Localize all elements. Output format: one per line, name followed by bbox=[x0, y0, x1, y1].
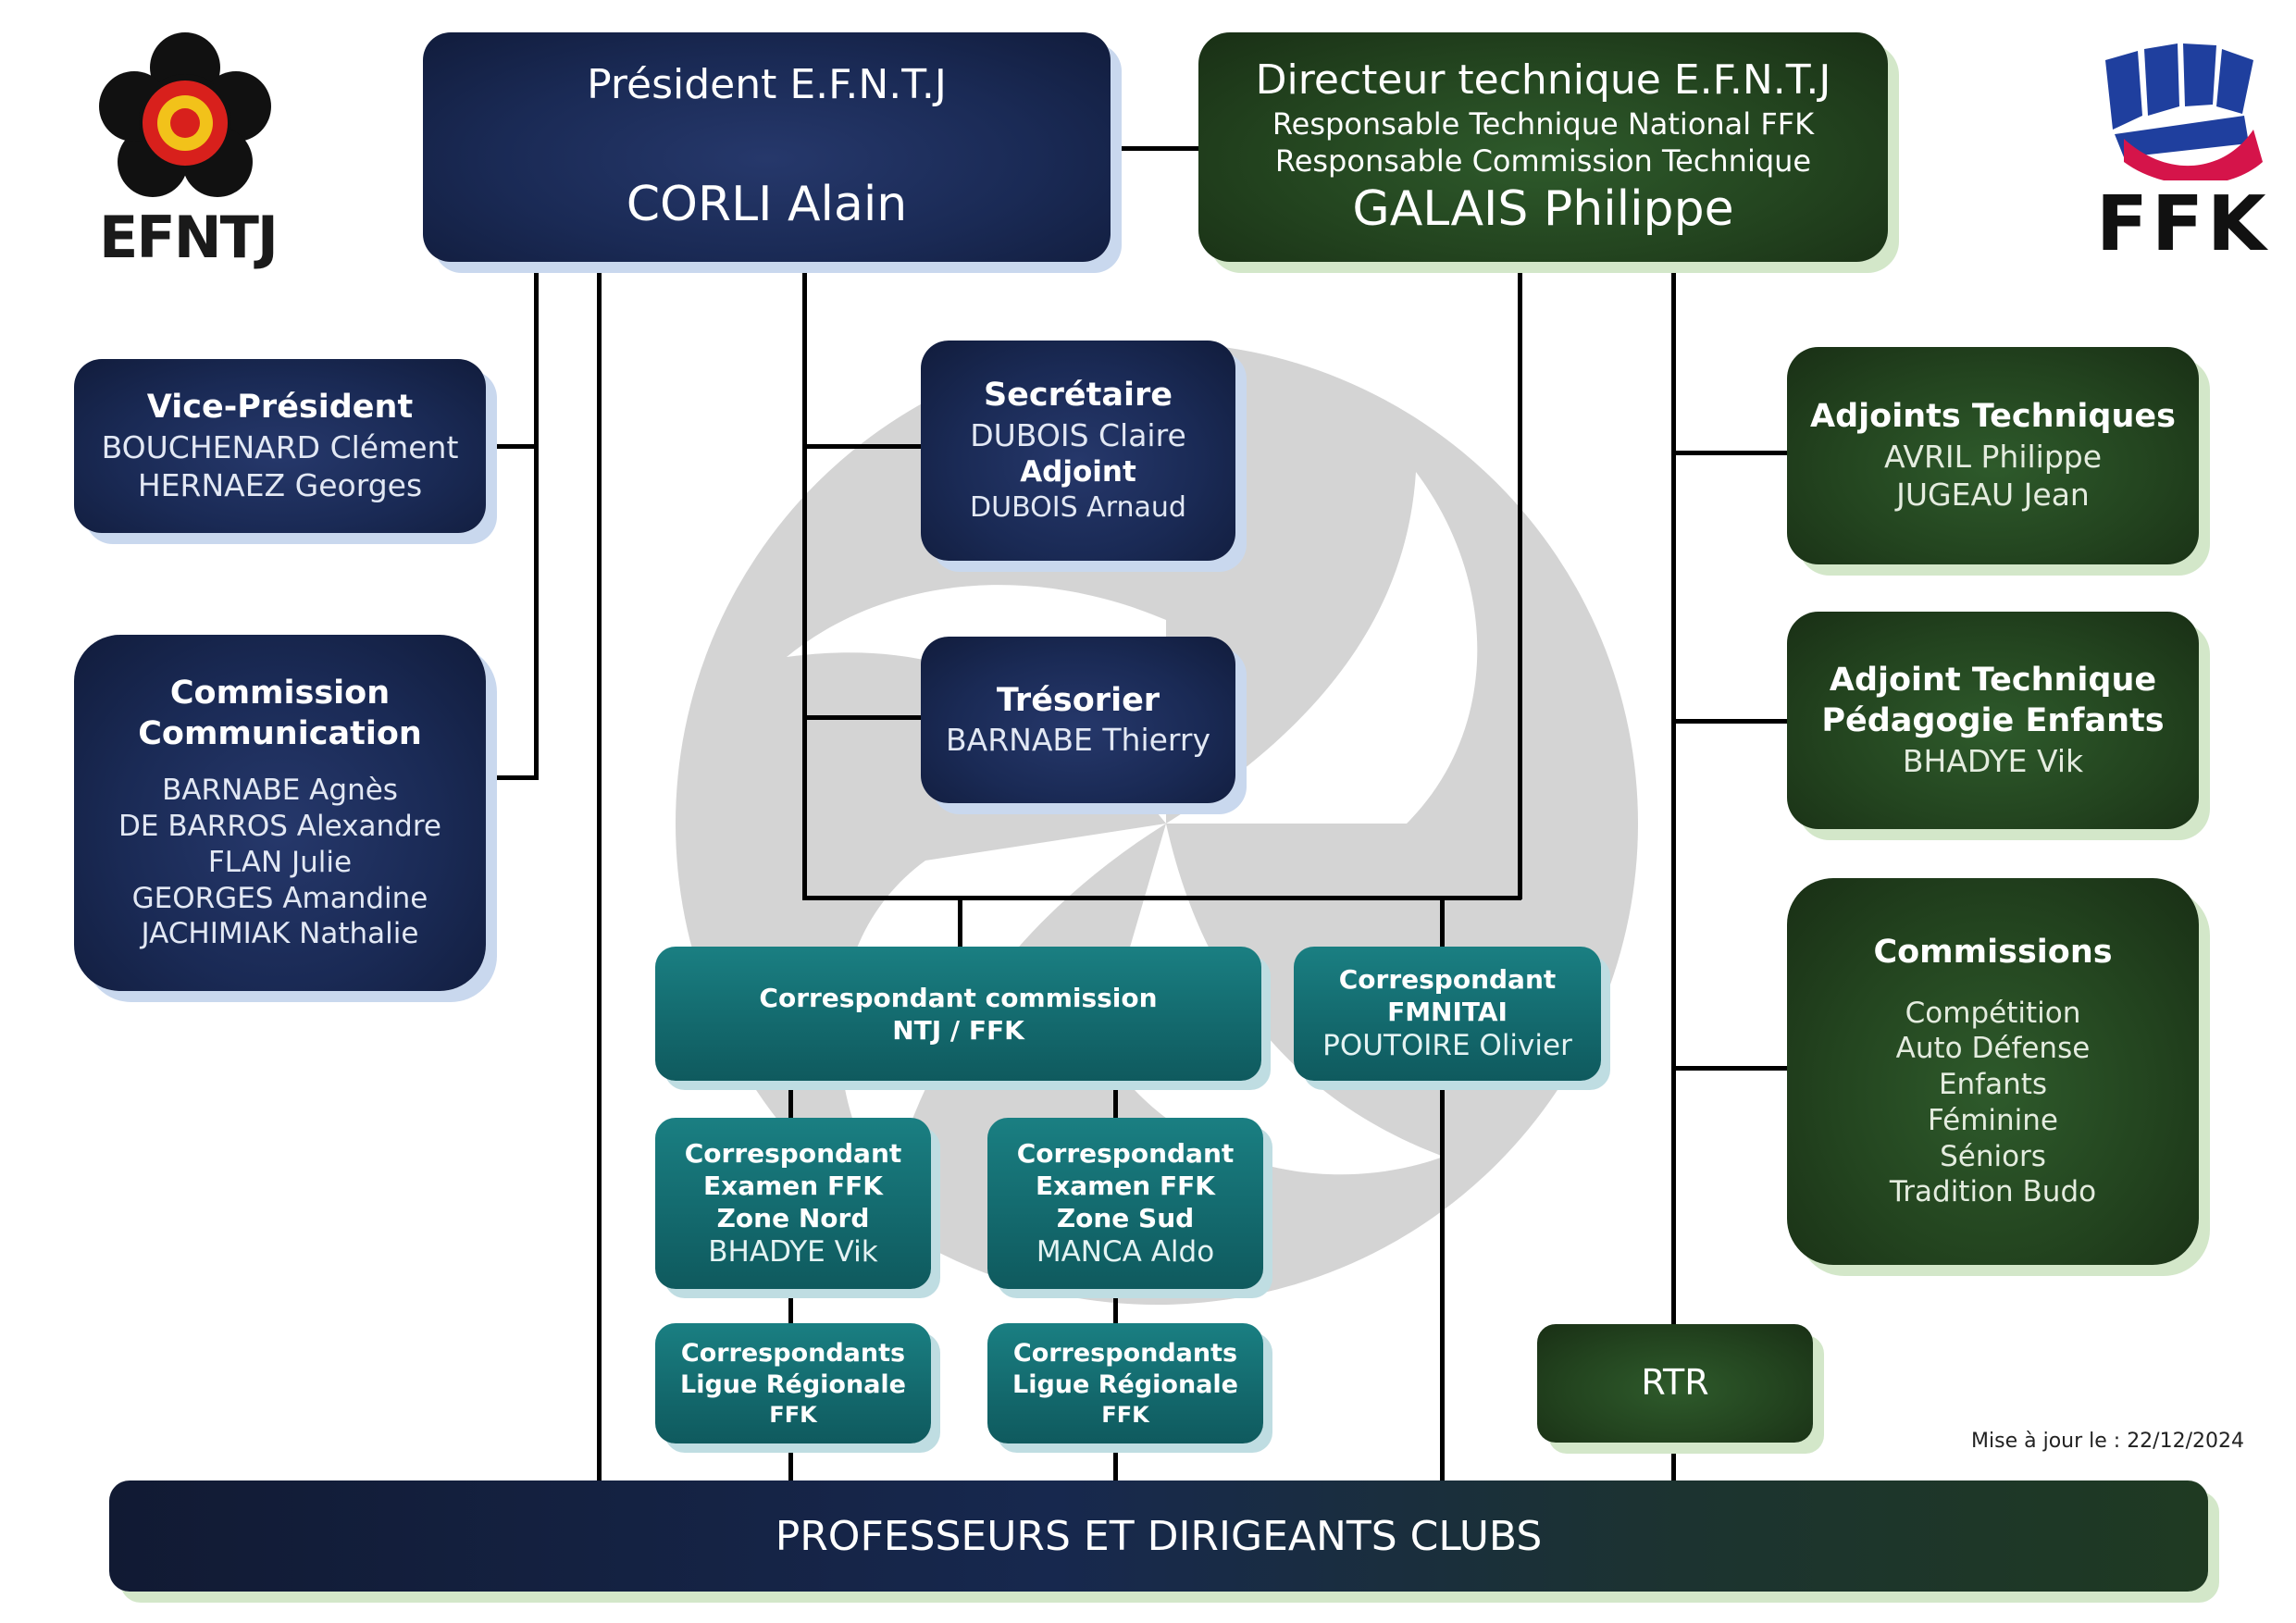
connector bbox=[958, 896, 962, 947]
ligue-left-line3: FFK bbox=[769, 1401, 817, 1428]
tresorier-box: Trésorier BARNABE Thierry bbox=[921, 637, 1235, 803]
connector bbox=[805, 444, 921, 449]
directeur-line3: Responsable Commission Technique bbox=[1274, 143, 1812, 179]
corr-sud-line1: Correspondant bbox=[1016, 1137, 1235, 1169]
corr-fmnitai-name: POUTOIRE Olivier bbox=[1322, 1029, 1572, 1063]
adjoint-pedagogie-box: Adjoint Technique Pédagogie Enfants BHAD… bbox=[1787, 612, 2199, 829]
president-role: Président E.F.N.T.J bbox=[587, 61, 947, 108]
commission-communication-member: FLAN Julie bbox=[207, 845, 353, 879]
corr-sud-line2: Examen FFK bbox=[1036, 1170, 1215, 1201]
corr-ntj-ffk-line1: Correspondant commission bbox=[759, 982, 1158, 1013]
corr-fmnitai-line2: FMNITAI bbox=[1387, 997, 1508, 1028]
corr-ntj-ffk-line2: NTJ / FFK bbox=[892, 1014, 1024, 1046]
corr-sud-line3: Zone Sud bbox=[1056, 1202, 1195, 1233]
ligue-right-box: Correspondants Ligue Régionale FFK bbox=[987, 1323, 1263, 1443]
adjoints-techniques-role: Adjoints Techniques bbox=[1810, 398, 2176, 436]
corr-ntj-ffk-box: Correspondant commission NTJ / FFK bbox=[655, 947, 1261, 1081]
connector bbox=[805, 715, 921, 720]
connector bbox=[534, 261, 539, 777]
directeur-role: Directeur technique E.F.N.T.J bbox=[1255, 56, 1831, 104]
efntj-logo: EFNTJ bbox=[42, 32, 329, 273]
connector bbox=[1671, 451, 1787, 455]
commission-communication-member: JACHIMIAK Nathalie bbox=[141, 917, 419, 951]
connector bbox=[1111, 146, 1208, 151]
corr-fmnitai-box: Correspondant FMNITAI POUTOIRE Olivier bbox=[1294, 947, 1601, 1081]
secretaire-role: Secrétaire bbox=[983, 377, 1173, 415]
update-note: Mise à jour le : 22/12/2024 bbox=[1971, 1430, 2244, 1453]
connector bbox=[486, 775, 539, 780]
bottom-bar-label: PROFESSEURS ET DIRIGEANTS CLUBS bbox=[775, 1512, 1543, 1560]
adjoints-techniques-box: Adjoints Techniques AVRIL Philippe JUGEA… bbox=[1787, 347, 2199, 564]
commissions-title: Commissions bbox=[1873, 933, 2113, 971]
vice-president-member: BOUCHENARD Clément bbox=[101, 428, 459, 465]
president-box: Président E.F.N.T.J CORLI Alain bbox=[423, 32, 1111, 262]
bottom-bar: PROFESSEURS ET DIRIGEANTS CLUBS bbox=[109, 1481, 2208, 1592]
commissions-box: Commissions Compétition Auto Défense Enf… bbox=[1787, 878, 2199, 1265]
commission-communication-box: Commission Communication BARNABE Agnès D… bbox=[74, 635, 486, 991]
vice-president-box: Vice-Président BOUCHENARD Clément HERNAE… bbox=[74, 359, 486, 533]
secretaire-adjoint-name: DUBOIS Arnaud bbox=[970, 491, 1186, 525]
commissions-item: Compétition bbox=[1905, 996, 2081, 1030]
adjoint-pedagogie-role: Adjoint Technique bbox=[1829, 662, 2157, 700]
corr-nord-line3: Zone Nord bbox=[716, 1202, 870, 1233]
ligue-right-line3: FFK bbox=[1101, 1401, 1149, 1428]
adjoint-pedagogie-role: Pédagogie Enfants bbox=[1821, 701, 2165, 739]
ffk-mark-icon bbox=[2105, 43, 2263, 180]
connector bbox=[1671, 719, 1787, 724]
ligue-left-line1: Correspondants bbox=[680, 1339, 906, 1369]
president-name: CORLI Alain bbox=[626, 177, 908, 232]
connector bbox=[597, 261, 602, 1482]
connector bbox=[802, 896, 1521, 900]
corr-nord-line1: Correspondant bbox=[684, 1137, 902, 1169]
rtr-box: RTR bbox=[1537, 1324, 1813, 1443]
directeur-line2: Responsable Technique National FFK bbox=[1272, 106, 1815, 142]
nihon-tai-jitsu-seal-icon bbox=[99, 32, 271, 197]
corr-fmnitai-line1: Correspondant bbox=[1338, 964, 1557, 996]
tresorier-role: Trésorier bbox=[996, 681, 1160, 719]
commission-communication-title: Commission bbox=[169, 674, 391, 712]
corr-sud-box: Correspondant Examen FFK Zone Sud MANCA … bbox=[987, 1118, 1263, 1289]
adjoints-techniques-member: JUGEAU Jean bbox=[1896, 477, 2090, 514]
ligue-left-line2: Ligue Régionale bbox=[680, 1370, 906, 1399]
commissions-item: Féminine bbox=[1928, 1103, 2058, 1137]
commission-communication-title: Communication bbox=[138, 714, 422, 752]
connector bbox=[1671, 261, 1676, 1482]
efntj-logo-word: EFNTJ bbox=[99, 204, 279, 271]
connector bbox=[1440, 896, 1445, 1482]
connector bbox=[486, 444, 537, 449]
connector bbox=[1518, 261, 1522, 899]
commission-communication-member: BARNABE Agnès bbox=[162, 774, 398, 808]
secretaire-name: DUBOIS Claire bbox=[970, 417, 1186, 454]
connector bbox=[802, 261, 807, 899]
corr-nord-line2: Examen FFK bbox=[703, 1170, 883, 1201]
secretaire-box: Secrétaire DUBOIS Claire Adjoint DUBOIS … bbox=[921, 341, 1235, 561]
adjoint-pedagogie-name: BHADYE Vik bbox=[1902, 742, 2084, 779]
ffk-logo: FFK bbox=[2087, 42, 2281, 268]
connector bbox=[1671, 1066, 1787, 1071]
corr-nord-box: Correspondant Examen FFK Zone Nord BHADY… bbox=[655, 1118, 931, 1289]
directeur-box: Directeur technique E.F.N.T.J Responsabl… bbox=[1198, 32, 1888, 262]
corr-sud-name: MANCA Aldo bbox=[1036, 1234, 1215, 1269]
ligue-right-line2: Ligue Régionale bbox=[1012, 1370, 1238, 1399]
commissions-item: Séniors bbox=[1940, 1139, 2046, 1173]
corr-nord-name: BHADYE Vik bbox=[708, 1234, 878, 1269]
vice-president-role: Vice-Président bbox=[146, 388, 414, 426]
commission-communication-member: DE BARROS Alexandre bbox=[118, 810, 441, 844]
tresorier-name: BARNABE Thierry bbox=[945, 722, 1210, 759]
commissions-item: Auto Défense bbox=[1895, 1032, 2091, 1066]
ligue-right-line1: Correspondants bbox=[1012, 1339, 1238, 1369]
commissions-item: Enfants bbox=[1938, 1068, 2048, 1102]
ffk-logo-word: FFK bbox=[2096, 180, 2270, 268]
secretaire-adjoint-label: Adjoint bbox=[1020, 455, 1136, 489]
commission-communication-member: GEORGES Amandine bbox=[131, 881, 428, 915]
commissions-item: Tradition Budo bbox=[1889, 1175, 2097, 1209]
directeur-name: GALAIS Philippe bbox=[1352, 181, 1734, 237]
rtr-label: RTR bbox=[1641, 1362, 1709, 1404]
adjoints-techniques-member: AVRIL Philippe bbox=[1883, 439, 2103, 476]
vice-president-member: HERNAEZ Georges bbox=[137, 466, 423, 503]
ligue-left-box: Correspondants Ligue Régionale FFK bbox=[655, 1323, 931, 1443]
